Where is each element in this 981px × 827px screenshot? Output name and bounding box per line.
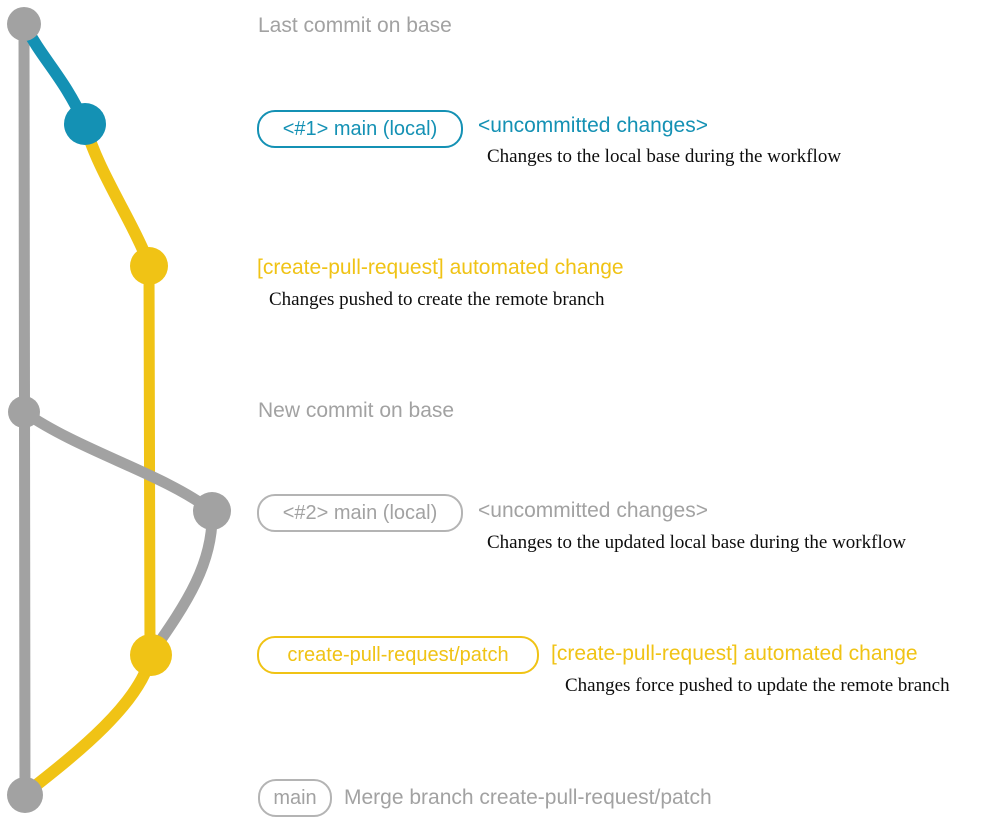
commit-dot-uncommitted-1 [64, 103, 106, 145]
branch-ref-patch: create-pull-request/patch [257, 636, 539, 674]
label-automated-change-2: [create-pull-request] automated change [551, 642, 918, 665]
git-graph [7, 7, 231, 813]
branch-ref-main-local-2-label: <#2> main (local) [282, 502, 438, 524]
label-uncommitted-changes-2: <uncommitted changes> [478, 499, 708, 522]
label-new-commit-on-base: New commit on base [258, 399, 455, 422]
patch-branch-line [143, 258, 156, 661]
branch-curve-uncommitted-2 [18, 406, 218, 517]
note-local-base-changes-1: Changes to the local base during the wor… [487, 146, 842, 167]
branch-ref-main-local-1: <#1> main (local) [257, 110, 463, 148]
commit-dot-merge [7, 777, 43, 813]
branch-ref-main-label: main [273, 787, 317, 809]
label-last-commit-on-base: Last commit on base [258, 14, 452, 37]
note-pushed-to-create: Changes pushed to create the remote bran… [269, 289, 605, 310]
branch-ref-main-local-2: <#2> main (local) [257, 494, 463, 532]
note-local-base-changes-2: Changes to the updated local base during… [487, 532, 906, 553]
commit-dot-automated-2 [130, 634, 172, 676]
branch-curve-merge [19, 649, 157, 800]
branch-ref-patch-label: create-pull-request/patch [287, 644, 509, 666]
note-force-pushed-update: Changes force pushed to update the remot… [565, 675, 950, 696]
label-merge-branch: Merge branch create-pull-request/patch [344, 786, 712, 809]
commit-dot-automated-1 [130, 247, 168, 285]
label-automated-change-1: [create-pull-request] automated change [257, 256, 624, 279]
commit-dot-last-base [7, 7, 41, 41]
branch-ref-main-local-1-label: <#1> main (local) [282, 118, 438, 140]
commit-dot-new-base [8, 396, 40, 428]
branch-ref-main: main [258, 779, 332, 817]
label-uncommitted-changes-1: <uncommitted changes> [478, 114, 708, 137]
branch-curve-patch-update [145, 505, 218, 660]
commit-dot-uncommitted-2 [193, 492, 231, 530]
branch-curve-patch-create [79, 118, 155, 270]
